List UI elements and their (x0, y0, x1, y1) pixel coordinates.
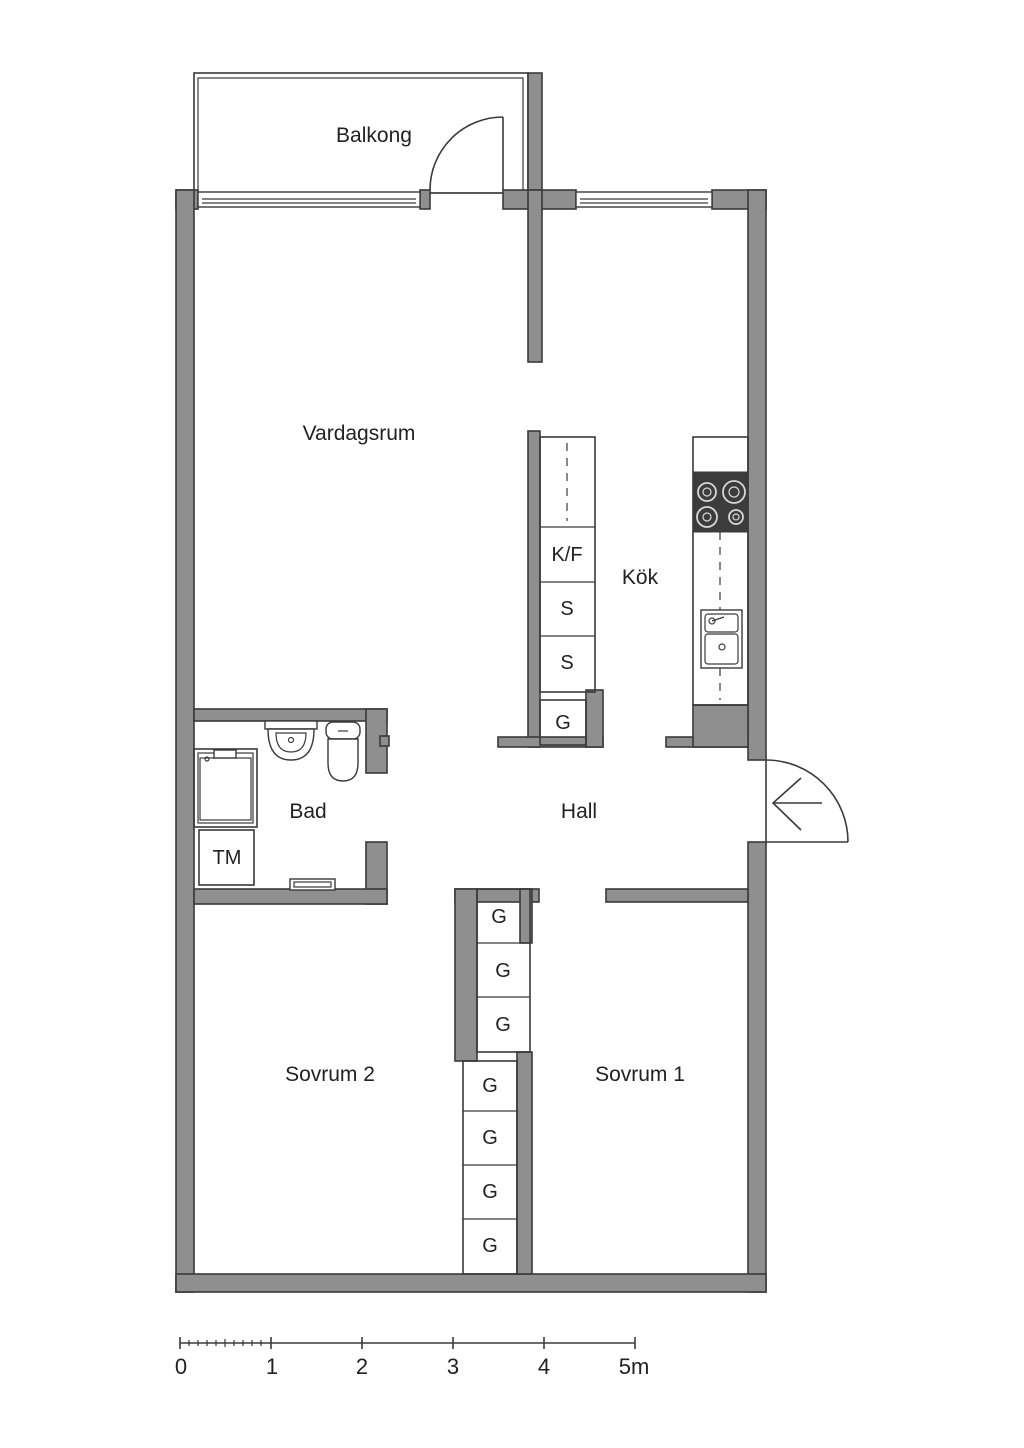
cabinet-s-label: S (560, 652, 573, 674)
closet-g-label: G (495, 960, 511, 982)
closet-column-upper (476, 888, 531, 1053)
shower-icon (193, 748, 258, 828)
closet-g-label: G (482, 1075, 498, 1097)
washbasin-icon (264, 720, 318, 761)
closet-g-label: G (482, 1181, 498, 1203)
scale-label: 1 (266, 1354, 278, 1379)
radiator-icon (289, 878, 336, 891)
kitchen-right-counter (692, 436, 749, 706)
closet-g-label: G (495, 1014, 511, 1036)
cabinet-s-label: S (560, 598, 573, 620)
room-label-vardagsrum: Vardagsrum (303, 422, 416, 445)
windows (197, 191, 713, 208)
entrance-arrow-icon (771, 777, 822, 831)
scale-label: 3 (447, 1354, 459, 1379)
sink-icon (700, 609, 743, 669)
interior-walls (193, 189, 749, 1275)
closet-g-label: G (482, 1127, 498, 1149)
room-label-kok: Kök (622, 566, 659, 589)
exterior-walls (175, 189, 767, 1293)
scale-label: 0 (175, 1354, 187, 1379)
washing-machine-label: TM (213, 847, 242, 869)
stove-icon (692, 471, 749, 533)
scale-bar (179, 1337, 636, 1349)
toilet-icon (325, 721, 361, 782)
scale-label: 2 (356, 1354, 368, 1379)
balcony-door (429, 116, 504, 191)
room-label-sovrum-1: Sovrum 1 (595, 1063, 685, 1086)
wardrobe-g-label: G (555, 712, 571, 734)
room-label-hall: Hall (561, 800, 597, 823)
closet-column-lower (462, 1060, 518, 1275)
scale-label: 5m (619, 1354, 650, 1379)
room-label-bad: Bad (289, 800, 326, 823)
entrance-door (765, 759, 849, 843)
room-label-balkong: Balkong (336, 124, 412, 147)
scale-label: 4 (538, 1354, 550, 1379)
closet-g-label: G (482, 1235, 498, 1257)
fridge-freezer-label: K/F (551, 544, 582, 566)
room-label-sovrum-2: Sovrum 2 (285, 1063, 375, 1086)
closet-g-label: G (491, 906, 507, 928)
wardrobe-box (539, 699, 587, 746)
kitchen-left-cabinets (539, 436, 596, 693)
washing-machine-box (198, 829, 255, 886)
